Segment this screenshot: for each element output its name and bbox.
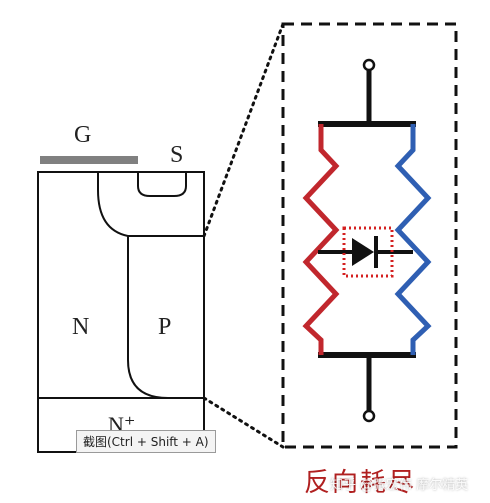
source-watermark: 知乎 @张宏伟 摩尔精英 (330, 478, 469, 493)
equivalent-circuit (302, 58, 432, 423)
diode-triangle (352, 238, 374, 266)
gate-label: G (74, 122, 92, 148)
device-body (37, 171, 205, 453)
n-side-resistor (394, 124, 432, 355)
source-contact-well (137, 172, 187, 197)
zoom-line-bottom (202, 396, 285, 449)
n-region-label: N (72, 314, 90, 340)
bottom-terminal (362, 409, 376, 423)
reverse-depletion-caption: 反向耗尽 (304, 468, 417, 498)
zoom-box (281, 22, 458, 449)
gate-electrode (40, 156, 138, 164)
zoom-line-top (202, 22, 285, 238)
p-region-label: P (158, 314, 172, 340)
top-terminal (362, 58, 376, 72)
p-body-region (97, 172, 169, 399)
diode-highlight-box (342, 226, 394, 278)
p-side-resistor (302, 124, 340, 355)
mosfet-cross-section (37, 156, 205, 453)
screenshot-tooltip: 截图(Ctrl + Shift + A) (76, 430, 216, 453)
source-label: S (170, 142, 184, 168)
